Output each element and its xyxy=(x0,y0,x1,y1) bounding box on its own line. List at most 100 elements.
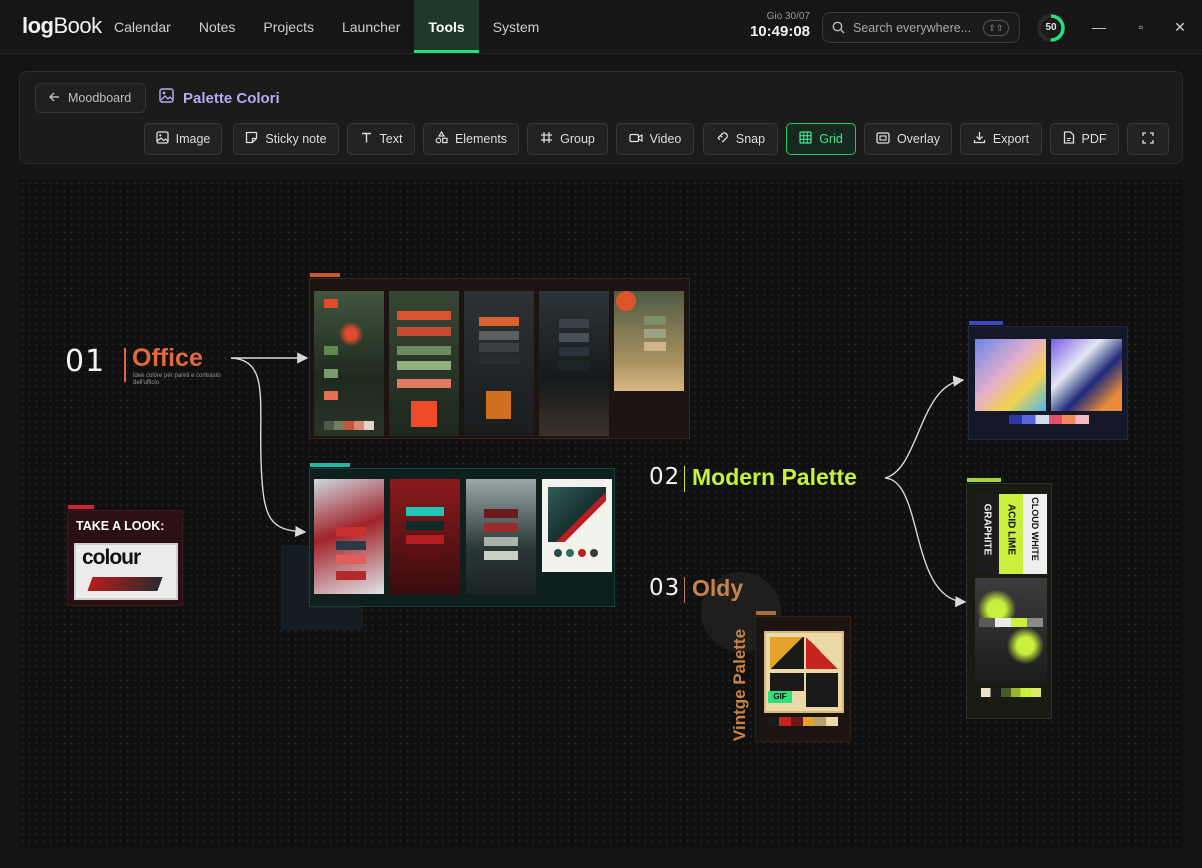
nav-projects[interactable]: Projects xyxy=(263,19,314,35)
teal-card-1[interactable] xyxy=(314,479,384,594)
graphite-swatches xyxy=(981,688,1041,697)
connector-arrows xyxy=(230,352,967,608)
grid-icon xyxy=(799,131,812,147)
graphite-type-poster: GRAPHITE ACID LIME CLOUD WHITE xyxy=(975,494,1047,574)
back-to-moodboard-button[interactable]: Moodboard xyxy=(35,83,146,113)
logo-regular-text: Book xyxy=(53,13,103,38)
maximize-button[interactable]: ▫ xyxy=(1138,20,1144,34)
office-card-5[interactable] xyxy=(614,291,684,391)
nav-calendar[interactable]: Calendar xyxy=(114,19,171,35)
characters-image-2 xyxy=(1051,339,1122,411)
progress-ring[interactable]: 50 xyxy=(1036,13,1066,43)
minimize-button[interactable]: — xyxy=(1092,19,1106,35)
group-tool-button[interactable]: Group xyxy=(527,123,608,155)
search-box[interactable]: ⇧⇧ xyxy=(822,12,1020,43)
office-heading-title: Office xyxy=(132,344,203,372)
top-bar: logBook Calendar Notes Projects Launcher… xyxy=(0,0,1202,54)
text-tool-button[interactable]: Text xyxy=(347,123,415,155)
oldy-heading-title: Oldy xyxy=(692,575,744,601)
snap-tool-label: Snap xyxy=(735,132,766,146)
office-heading-note: idee colore per pareti e contrasto dell'… xyxy=(133,373,221,386)
sticky-note-tool-label: Sticky note xyxy=(265,132,327,146)
moodboard-canvas[interactable]: 01 Office idee colore per pareti e contr… xyxy=(19,180,1183,848)
acid-lime-word: ACID LIME xyxy=(1005,503,1017,556)
image-board-icon xyxy=(159,88,174,108)
board-title-text: Palette Colori xyxy=(183,89,280,107)
close-button[interactable]: ✕ xyxy=(1174,19,1186,35)
office-card-4[interactable] xyxy=(539,291,609,436)
image-add-icon xyxy=(155,131,169,147)
characters-image-1 xyxy=(975,339,1046,411)
pdf-button[interactable]: PDF xyxy=(1050,123,1119,155)
oldy-heading-divider xyxy=(684,577,685,603)
text-tool-label: Text xyxy=(379,132,403,146)
modern-characters-frame[interactable] xyxy=(968,321,1128,440)
office-heading-divider xyxy=(124,348,126,382)
graphite-frame-tag xyxy=(967,478,1001,482)
arrow-left-icon xyxy=(48,91,60,106)
colour-image: colour xyxy=(74,543,178,600)
grid-tool-label: Grid xyxy=(819,132,843,146)
oldy-heading-number: 03 xyxy=(649,575,681,601)
frame-grid-icon xyxy=(540,131,553,147)
characters-swatches xyxy=(1009,415,1089,424)
overlay-tool-label: Overlay xyxy=(896,132,941,146)
sticky-note-icon xyxy=(245,131,258,147)
image-tool-button[interactable]: Image xyxy=(144,123,222,155)
export-label: Export xyxy=(992,132,1030,146)
characters-frame-tag xyxy=(969,321,1003,325)
board-title: Palette Colori xyxy=(159,88,280,108)
logo-bold-text: log xyxy=(22,13,54,38)
app-logo[interactable]: logBook xyxy=(22,13,102,39)
text-icon xyxy=(360,131,373,147)
clock: Gio 30/07 10:49:08 xyxy=(740,11,810,41)
nav-system[interactable]: System xyxy=(492,19,540,35)
nav-tools[interactable]: Tools xyxy=(414,0,479,53)
office-card-2[interactable] xyxy=(389,291,459,436)
pdf-file-icon xyxy=(1063,131,1075,147)
cloud-white-word: CLOUD WHITE xyxy=(1030,497,1040,561)
pdf-label: PDF xyxy=(1081,132,1107,146)
modern-graphite-frame[interactable]: GRAPHITE ACID LIME CLOUD WHITE xyxy=(966,478,1052,719)
teal-card-2[interactable] xyxy=(390,479,460,594)
video-tool-button[interactable]: Video xyxy=(616,123,694,155)
teal-card-3[interactable] xyxy=(466,479,536,594)
graphite-texture-image xyxy=(975,578,1047,682)
nav-launcher[interactable]: Launcher xyxy=(341,19,401,35)
image-tool-label: Image xyxy=(175,132,211,146)
teal-frame-tag xyxy=(310,463,350,467)
sticky-note-tool-button[interactable]: Sticky note xyxy=(233,123,339,155)
office-card-1[interactable] xyxy=(314,291,384,436)
vintage-swatches xyxy=(768,717,838,726)
vintage-palette-frame[interactable]: GIF xyxy=(755,611,851,742)
vintage-artwork: GIF xyxy=(764,631,844,713)
group-tool-label: Group xyxy=(560,132,595,146)
search-input[interactable] xyxy=(853,18,979,38)
grid-tool-button[interactable]: Grid xyxy=(786,123,856,155)
teal-palette-frame[interactable] xyxy=(309,463,615,607)
take-a-look-card[interactable]: TAKE A LOOK: colour xyxy=(67,505,183,606)
shapes-icon xyxy=(435,130,448,147)
gif-badge: GIF xyxy=(768,691,792,703)
overlay-tool-button[interactable]: Overlay xyxy=(864,123,952,155)
graphite-word: GRAPHITE xyxy=(981,503,993,556)
clock-time: 10:49:08 xyxy=(749,23,810,40)
office-palette-frame[interactable] xyxy=(309,273,690,439)
colour-word: colour xyxy=(82,546,141,569)
board-toolbar-panel: Moodboard Palette Colori Image Sticky no… xyxy=(19,71,1183,164)
snap-tool-button[interactable]: Snap xyxy=(703,123,778,155)
modern-heading-title: Modern Palette xyxy=(692,464,857,490)
download-icon xyxy=(973,131,986,147)
elements-tool-button[interactable]: Elements xyxy=(423,123,519,155)
modern-heading-divider xyxy=(684,466,685,492)
office-card-3[interactable] xyxy=(464,291,534,436)
teal-card-4[interactable] xyxy=(542,479,612,572)
search-icon xyxy=(832,21,845,39)
office-frame-tag xyxy=(310,273,340,277)
overlay-icon xyxy=(876,131,890,147)
nav-notes[interactable]: Notes xyxy=(198,19,236,35)
export-button[interactable]: Export xyxy=(960,123,1042,155)
office-heading-number: 01 xyxy=(65,344,106,379)
video-tool-label: Video xyxy=(649,132,682,146)
fullscreen-button[interactable] xyxy=(1127,123,1169,155)
